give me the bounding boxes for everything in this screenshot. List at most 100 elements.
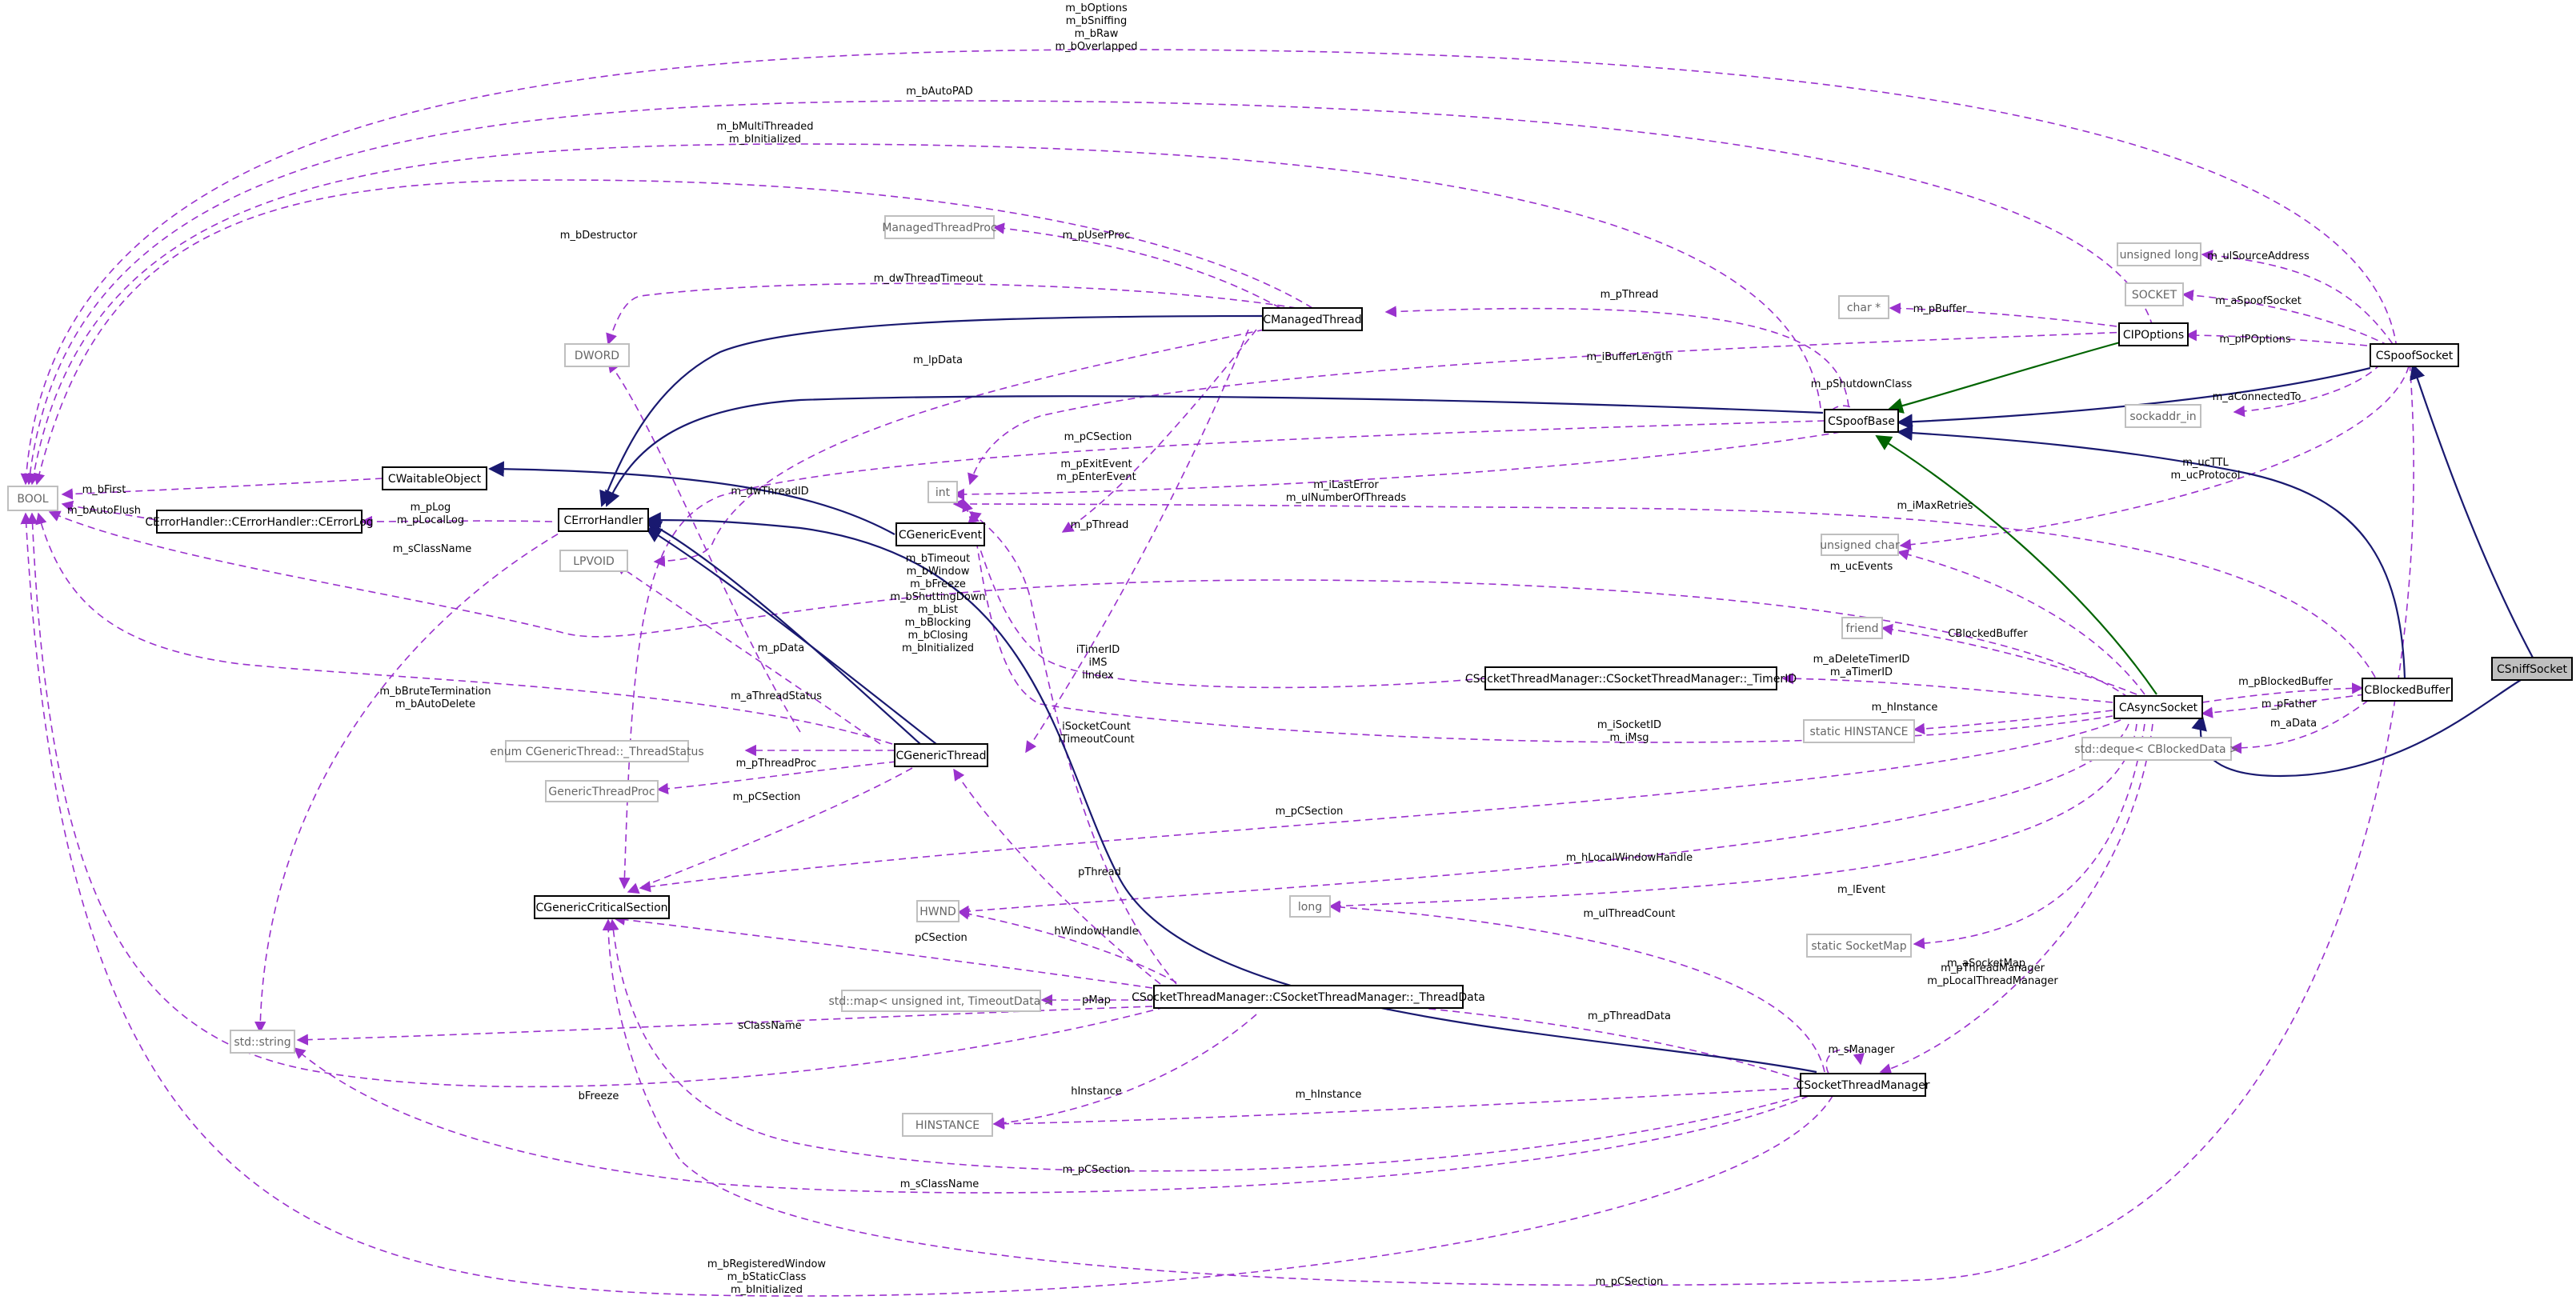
node-box bbox=[927, 481, 958, 503]
edge-aDeleteTimerID bbox=[1781, 673, 2113, 703]
node-label: CGenericEvent bbox=[899, 529, 983, 542]
node-cipoptions[interactable]: CIPOptions bbox=[2118, 322, 2189, 346]
node-label: CWaitableObject bbox=[388, 473, 482, 486]
node-friend[interactable]: friend bbox=[1841, 617, 1883, 639]
edge-pThreadTop bbox=[1384, 306, 1849, 407]
edge-iSocketID bbox=[968, 510, 2113, 743]
node-csocketthreadmanager[interactable]: CSocketThreadManager bbox=[1797, 1073, 1930, 1097]
edge-label-bregisteredwindow-0: m_bRegisteredWindow bbox=[707, 1258, 827, 1270]
node-label: CBlockedBuffer bbox=[2364, 684, 2450, 697]
node-cgenericcriticalsection[interactable]: CGenericCriticalSection bbox=[534, 895, 670, 919]
node-cblockedbuffer[interactable]: CBlockedBuffer bbox=[2362, 678, 2453, 702]
node-unsignedchar[interactable]: unsigned char bbox=[1820, 534, 1900, 556]
node-casyncsocket[interactable]: CAsyncSocket bbox=[2113, 695, 2203, 719]
node-bool[interactable]: BOOL bbox=[7, 486, 58, 511]
edge-label-timerindex-2: iIndex bbox=[1082, 670, 1114, 682]
node-box bbox=[382, 466, 487, 490]
edge-iSocketCount bbox=[968, 511, 1177, 985]
edge-label-pshutdownclass-0: m_pShutdownClass bbox=[1811, 378, 1913, 390]
edge-label-bautopad-0: m_bAutoPAD bbox=[906, 86, 973, 98]
node-managedthreadproc[interactable]: ManagedThreadProc bbox=[882, 215, 997, 239]
edge-sManager bbox=[1825, 1049, 1865, 1074]
edge-label-ibufferlength-0: m_iBufferLength bbox=[1586, 351, 1672, 363]
node-cgenericevent[interactable]: CGenericEvent bbox=[895, 522, 985, 546]
node-dword[interactable]: DWORD bbox=[564, 343, 630, 367]
edge-label-bbrutetermination-1: m_bAutoDelete bbox=[395, 698, 475, 710]
node-label: CSniffSocket bbox=[2497, 663, 2567, 676]
node-box bbox=[559, 550, 628, 572]
nodes: BOOLCErrorHandler::CErrorHandler::CError… bbox=[7, 215, 2573, 1137]
node-label: CGenericThread bbox=[895, 750, 986, 762]
edge-bDestructor bbox=[34, 179, 1313, 486]
node-cspoofbase[interactable]: CSpoofBase bbox=[1824, 409, 1899, 433]
edge-lEvent bbox=[1328, 723, 2137, 912]
inherit-CGenericThread-CErrorHandler-2 bbox=[645, 526, 937, 745]
node-stddeque[interactable]: std::deque< CBlockedData > bbox=[2074, 737, 2239, 761]
node-label: CAsyncSocket bbox=[2119, 702, 2198, 714]
edge-ulThreadCount bbox=[1328, 901, 1825, 1073]
edge-pCSectionMgr bbox=[607, 918, 1801, 1172]
node-statichinstance[interactable]: static HINSTANCE bbox=[1803, 719, 1915, 743]
node-box bbox=[156, 510, 363, 534]
node-stdstring[interactable]: std::string bbox=[230, 1030, 295, 1054]
node-hwnd[interactable]: HWND bbox=[916, 900, 959, 922]
node-label: HINSTANCE bbox=[915, 1119, 980, 1132]
node-box bbox=[2118, 322, 2189, 346]
node-cmanagedthread[interactable]: CManagedThread bbox=[1262, 307, 1363, 331]
edge-pLog bbox=[360, 515, 553, 528]
node-box bbox=[2125, 282, 2184, 306]
edge-label-btimeout-0: m_bTimeout bbox=[906, 553, 971, 565]
node-box bbox=[505, 740, 689, 762]
node-box bbox=[7, 486, 58, 511]
edge-label-bdestructor-0: m_bDestructor bbox=[560, 230, 638, 242]
inherit-CSpoofBase-CErrorHandler bbox=[605, 395, 1824, 507]
edge-label-puserproc-0: m_pUserProc bbox=[1063, 230, 1131, 242]
node-sockaddrin[interactable]: sockaddr_in bbox=[2125, 404, 2201, 428]
edge-sClassName bbox=[254, 527, 569, 1034]
node-label: HWND bbox=[919, 906, 956, 918]
edge-label-pexitevent-1: m_pEnterEvent bbox=[1056, 471, 1136, 483]
edge-label-timerindex-0: iTimerID bbox=[1076, 644, 1120, 656]
edge-label-btimeout-6: m_bClosing bbox=[908, 630, 968, 642]
edge-label-timerindex-1: iMS bbox=[1088, 657, 1107, 669]
node-int[interactable]: int bbox=[927, 481, 958, 503]
edge-label-hinstancedata-0: hInstance bbox=[1071, 1086, 1122, 1098]
edge-iLastError bbox=[952, 431, 1841, 501]
node-cwaitableobject[interactable]: CWaitableObject bbox=[382, 466, 487, 490]
edge-pCSectionThread bbox=[627, 767, 913, 894]
edge-label-boptions-3: m_bOverlapped bbox=[1055, 41, 1137, 53]
edge-label-pthreaddata-0: m_pThreadData bbox=[1588, 1010, 1671, 1022]
node-label: SOCKET bbox=[2132, 289, 2177, 302]
node-box bbox=[1821, 534, 1899, 556]
node-unsignedlong[interactable]: unsigned long bbox=[2117, 242, 2201, 266]
node-cerrorhandler[interactable]: CErrorHandler bbox=[558, 508, 649, 532]
node-label: unsigned long bbox=[2120, 249, 2199, 262]
node-box bbox=[2125, 404, 2201, 428]
node-genericthreadproc[interactable]: GenericThreadProc bbox=[545, 780, 659, 802]
node-threaddata[interactable]: CSocketThreadManager::CSocketThreadManag… bbox=[1132, 985, 1485, 1009]
node-threadstatus[interactable]: enum CGenericThread::_ThreadStatus bbox=[490, 740, 704, 762]
node-timerid[interactable]: CSocketThreadManager::CSocketThreadManag… bbox=[1465, 666, 1797, 690]
node-cspoofsocket[interactable]: CSpoofSocket bbox=[2370, 343, 2459, 367]
edge-label-isocketid-0: m_iSocketID bbox=[1597, 719, 1661, 731]
node-label: CErrorHandler::CErrorHandler::CErrorLog bbox=[145, 516, 373, 529]
edge-label-adeletetimerid-0: m_aDeleteTimerID bbox=[1813, 654, 1910, 666]
node-charptr[interactable]: char * bbox=[1838, 295, 1889, 319]
node-label: CManagedThread bbox=[1263, 314, 1361, 326]
node-staticsocketmap[interactable]: static SocketMap bbox=[1806, 934, 1912, 958]
edge-iMaxRetries bbox=[952, 498, 2382, 689]
node-label: BOOL bbox=[17, 493, 48, 506]
inherit-CBlockedBuffer-CSpoofBase bbox=[1897, 425, 2406, 679]
node-stdmap[interactable]: std::map< unsigned int, TimeoutData > bbox=[829, 990, 1054, 1012]
node-box bbox=[2362, 678, 2453, 702]
node-long[interactable]: long bbox=[1289, 895, 1331, 918]
node-box bbox=[894, 743, 988, 767]
node-box bbox=[230, 1030, 295, 1054]
node-csniffsocket[interactable]: CSniffSocket bbox=[2491, 657, 2573, 681]
node-hinstance[interactable]: HINSTANCE bbox=[902, 1113, 993, 1137]
node-socket[interactable]: SOCKET bbox=[2125, 282, 2184, 306]
edge-pData bbox=[615, 563, 881, 745]
node-cgenericthread[interactable]: CGenericThread bbox=[894, 743, 988, 767]
node-lpvoid[interactable]: LPVOID bbox=[559, 550, 628, 572]
node-cerrorhandlerlog[interactable]: CErrorHandler::CErrorHandler::CErrorLog bbox=[145, 510, 374, 534]
